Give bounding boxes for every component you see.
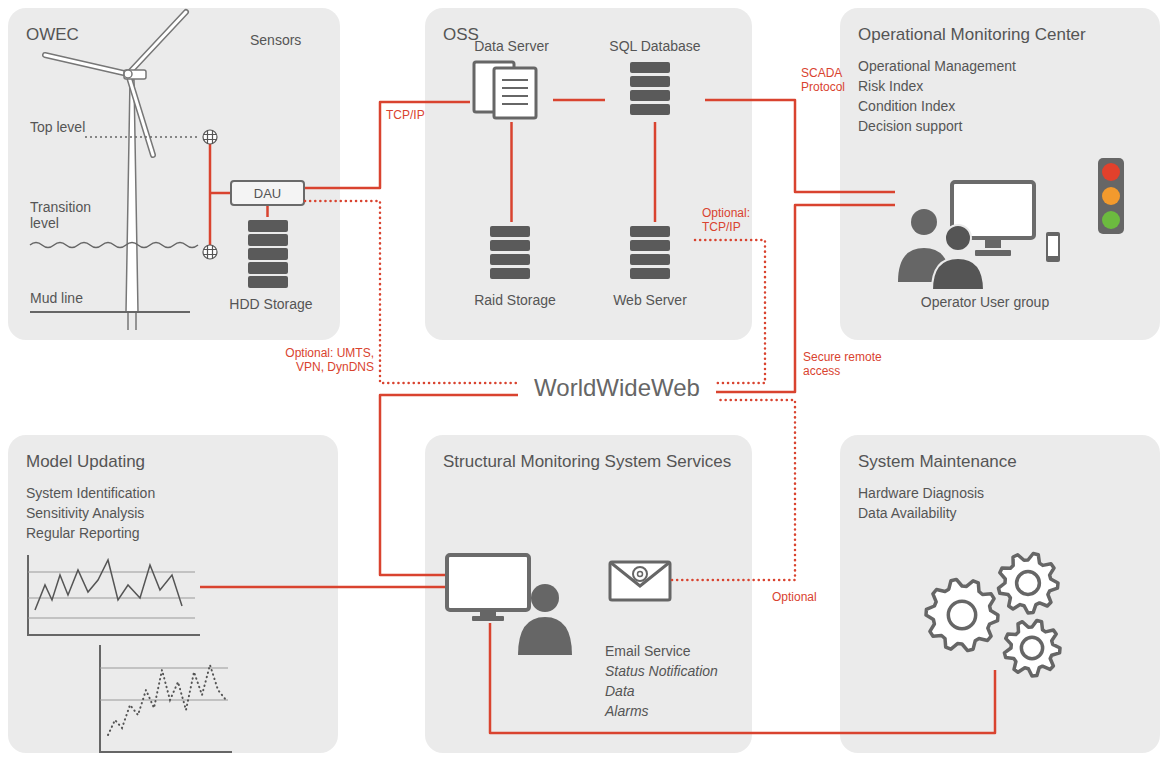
node-label: DAU	[254, 186, 281, 201]
gear-hole	[1021, 637, 1042, 658]
top-level-line	[85, 136, 200, 138]
connector-label: SCADA Protocol	[801, 66, 856, 94]
connector	[716, 205, 895, 392]
panel: Model UpdatingSystem IdentificationSensi…	[8, 435, 338, 753]
panel-item: Risk Index	[858, 76, 1142, 96]
traffic-light	[1098, 158, 1124, 234]
annotation-label: Mud line	[30, 290, 110, 306]
panel-item: Regular Reporting	[26, 523, 320, 543]
node-label: Raid Storage	[474, 292, 556, 308]
data-server-icon	[474, 62, 536, 118]
node-label: Data Server	[474, 38, 549, 54]
unit-box: DAU	[230, 180, 305, 206]
connector-label: TCP/IP	[386, 108, 446, 122]
panel-title: System Maintenance	[858, 451, 1142, 473]
dotted-connector	[672, 400, 795, 580]
connector-label: Optional: UMTS, VPN, DynDNS	[282, 346, 374, 374]
nacelle	[124, 70, 146, 79]
panel-title: Operational Monitoring Center	[858, 24, 1142, 46]
panel-item: Condition Index	[858, 96, 1142, 116]
hub	[124, 70, 132, 78]
wind-turbine	[45, 12, 186, 330]
panel-title: Structural Monitoring System Services	[443, 451, 734, 473]
network-label: WorldWideWeb	[518, 370, 716, 406]
gear	[926, 579, 998, 650]
water-line	[30, 243, 198, 248]
node-label: SQL Database	[609, 38, 700, 54]
connector	[510, 122, 513, 222]
tower	[126, 80, 138, 312]
raid-storage-icon	[490, 226, 530, 279]
mud-line	[30, 311, 190, 313]
panel-item: System Identification	[26, 483, 320, 503]
gear	[999, 554, 1059, 614]
dotted-connector	[305, 201, 518, 383]
connector	[380, 395, 518, 575]
operator-icon	[898, 182, 1060, 290]
node-label: HDD Storage	[229, 296, 312, 312]
chart-icon	[28, 555, 232, 752]
web-server-icon	[630, 226, 670, 279]
connector	[553, 99, 605, 102]
node-label: Email Service	[605, 641, 763, 661]
annotation-label: Sensors	[250, 32, 320, 48]
blades	[45, 12, 186, 155]
panel-item: Data Availability	[858, 503, 1142, 523]
panel-item: Hardware Diagnosis	[858, 483, 1142, 503]
sql-database-icon	[630, 62, 670, 115]
email-item: Data	[605, 681, 763, 701]
connector	[266, 206, 269, 217]
node-label: Web Server	[613, 292, 687, 308]
sensor-symbol	[203, 130, 217, 259]
panel-title: Model Updating	[26, 451, 320, 473]
panel-item: Sensitivity Analysis	[26, 503, 320, 523]
panel-item: Decision support	[858, 116, 1142, 136]
email-item: Alarms	[605, 701, 763, 721]
email-item: Status Notification	[605, 661, 763, 681]
connector	[305, 102, 470, 188]
dotted-connector	[695, 240, 765, 383]
connector	[654, 122, 657, 222]
connector-label: Optional	[772, 590, 832, 604]
annotation-label: Transition level	[30, 199, 102, 231]
gear	[1004, 620, 1060, 676]
connector	[200, 586, 445, 589]
connector	[490, 623, 995, 733]
panel: OSSData ServerSQL DatabaseRaid StorageWe…	[425, 8, 752, 340]
connector-label: Optional: TCP/IP	[702, 206, 760, 234]
computer-icon	[447, 555, 572, 655]
connector-label: Secure remote access	[803, 350, 893, 378]
envelope-icon	[610, 562, 670, 600]
node-label: Operator User group	[921, 294, 1049, 310]
sensor-wire	[210, 144, 230, 245]
annotation-label: Top level	[30, 119, 100, 135]
network-node: WorldWideWeb	[518, 370, 716, 406]
hdd-storage-icon	[248, 220, 288, 288]
connector	[705, 100, 895, 192]
gear-hole	[948, 601, 975, 628]
gear-hole	[1017, 572, 1040, 595]
gears-icon	[926, 554, 1060, 677]
panel-item: Operational Management	[858, 56, 1142, 76]
pile	[128, 312, 136, 330]
